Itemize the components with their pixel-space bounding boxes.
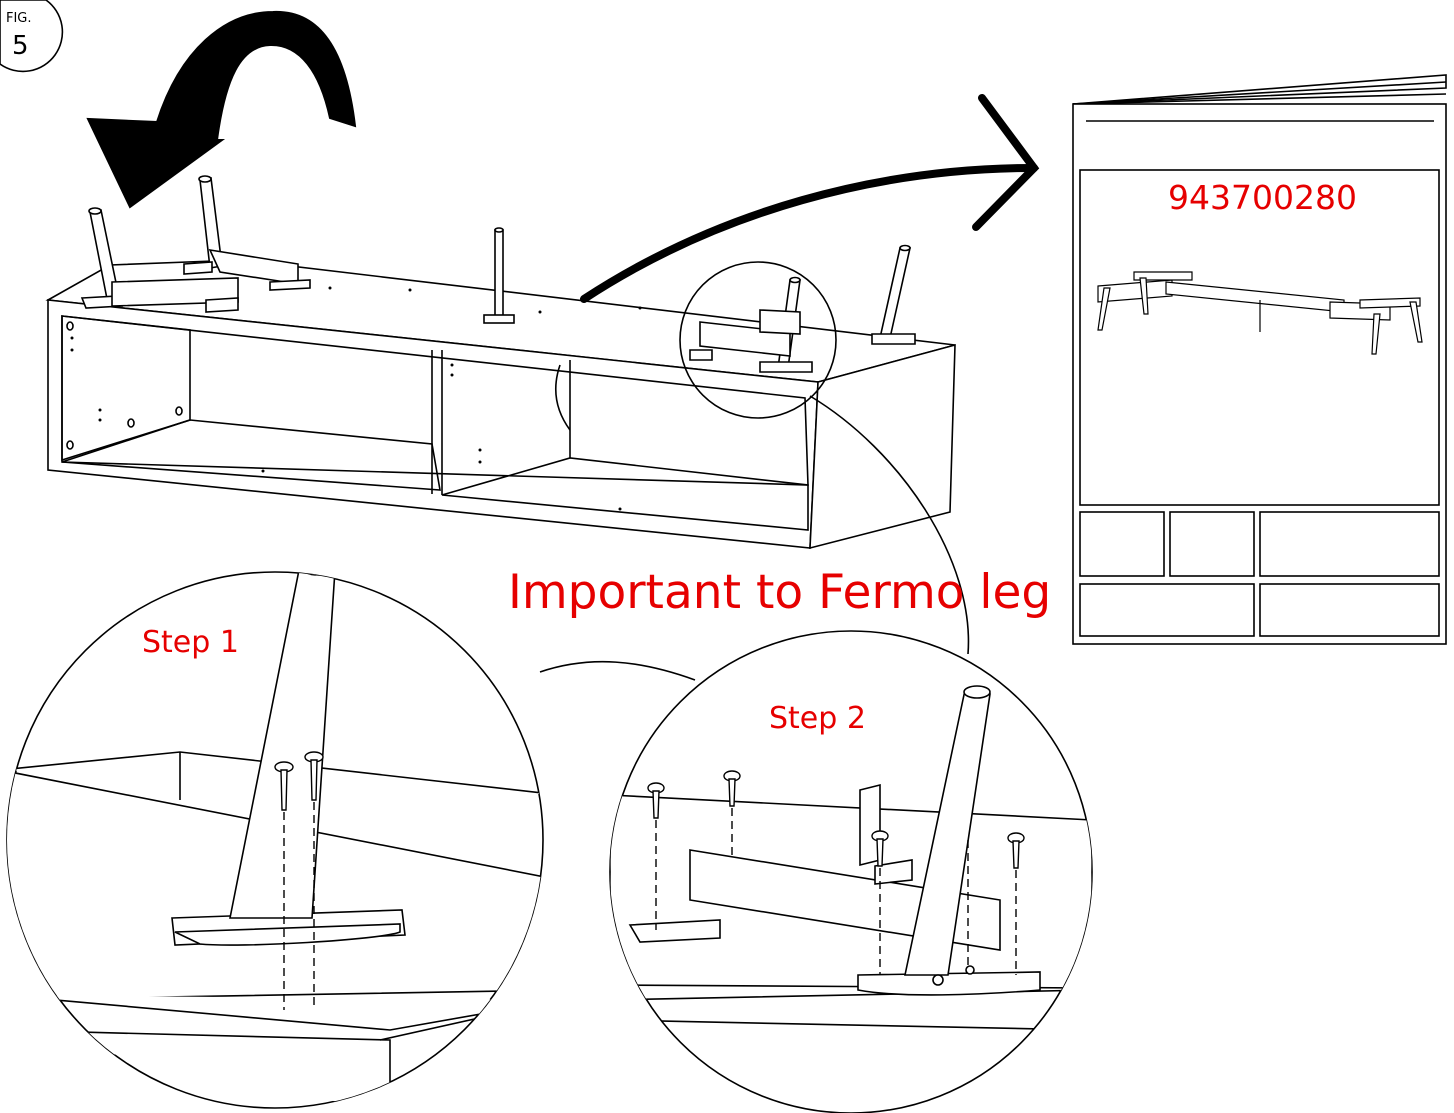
important-notice: Important to Fermo leg xyxy=(508,565,1051,620)
figure-number: 5 xyxy=(12,31,29,61)
step-2-detail: Step 2 xyxy=(609,630,1093,1113)
part-number: 943700280 xyxy=(1168,178,1357,217)
figure-label: FIG. xyxy=(6,11,32,26)
detail-callout-circle xyxy=(679,261,837,419)
step-1-label: Step 1 xyxy=(142,625,239,660)
step-2-label: Step 2 xyxy=(769,701,866,736)
cabinet-drawing xyxy=(45,175,956,550)
flip-arrow-icon xyxy=(86,10,357,209)
reference-arrow-icon xyxy=(580,94,1040,303)
manual-booklet-icon xyxy=(1072,74,1447,645)
step-1-detail: Step 1 xyxy=(6,571,544,1109)
figure-badge: FIG. 5 xyxy=(0,0,64,73)
